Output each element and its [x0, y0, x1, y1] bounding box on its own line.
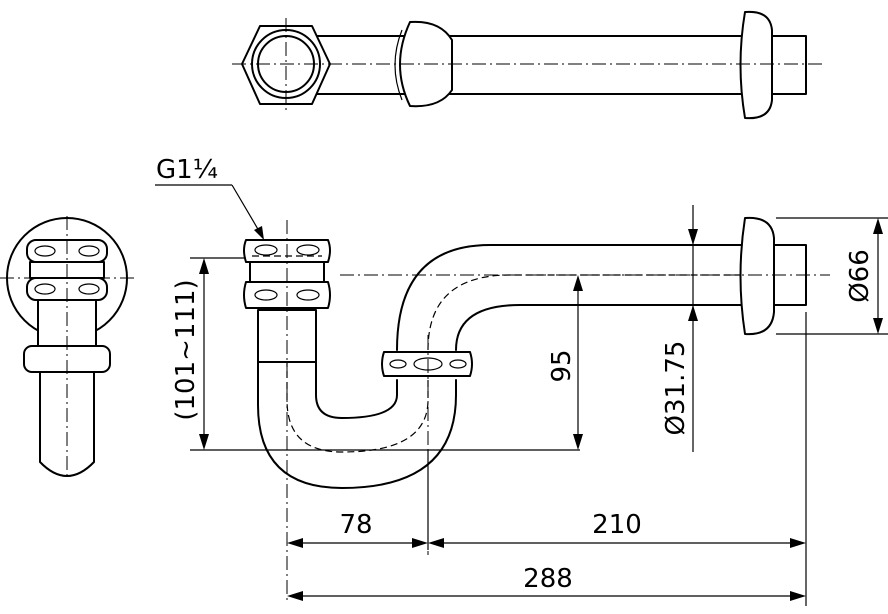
dim-95-label: 95 [547, 349, 577, 382]
dim-pipe-diameter-label: Ø31.75 [661, 341, 691, 436]
front-view [243, 216, 830, 600]
dimensions [155, 184, 888, 606]
dim-flange-diameter-label: Ø66 [845, 249, 875, 303]
thread-size-label: G1¼ [156, 155, 218, 185]
dim-78-label: 78 [339, 510, 372, 540]
dim-288-label: 288 [523, 564, 573, 594]
side-view [0, 216, 134, 480]
top-view [232, 10, 822, 120]
dim-210-label: 210 [592, 510, 642, 540]
dim-height-range-label: (101~111) [171, 279, 201, 420]
